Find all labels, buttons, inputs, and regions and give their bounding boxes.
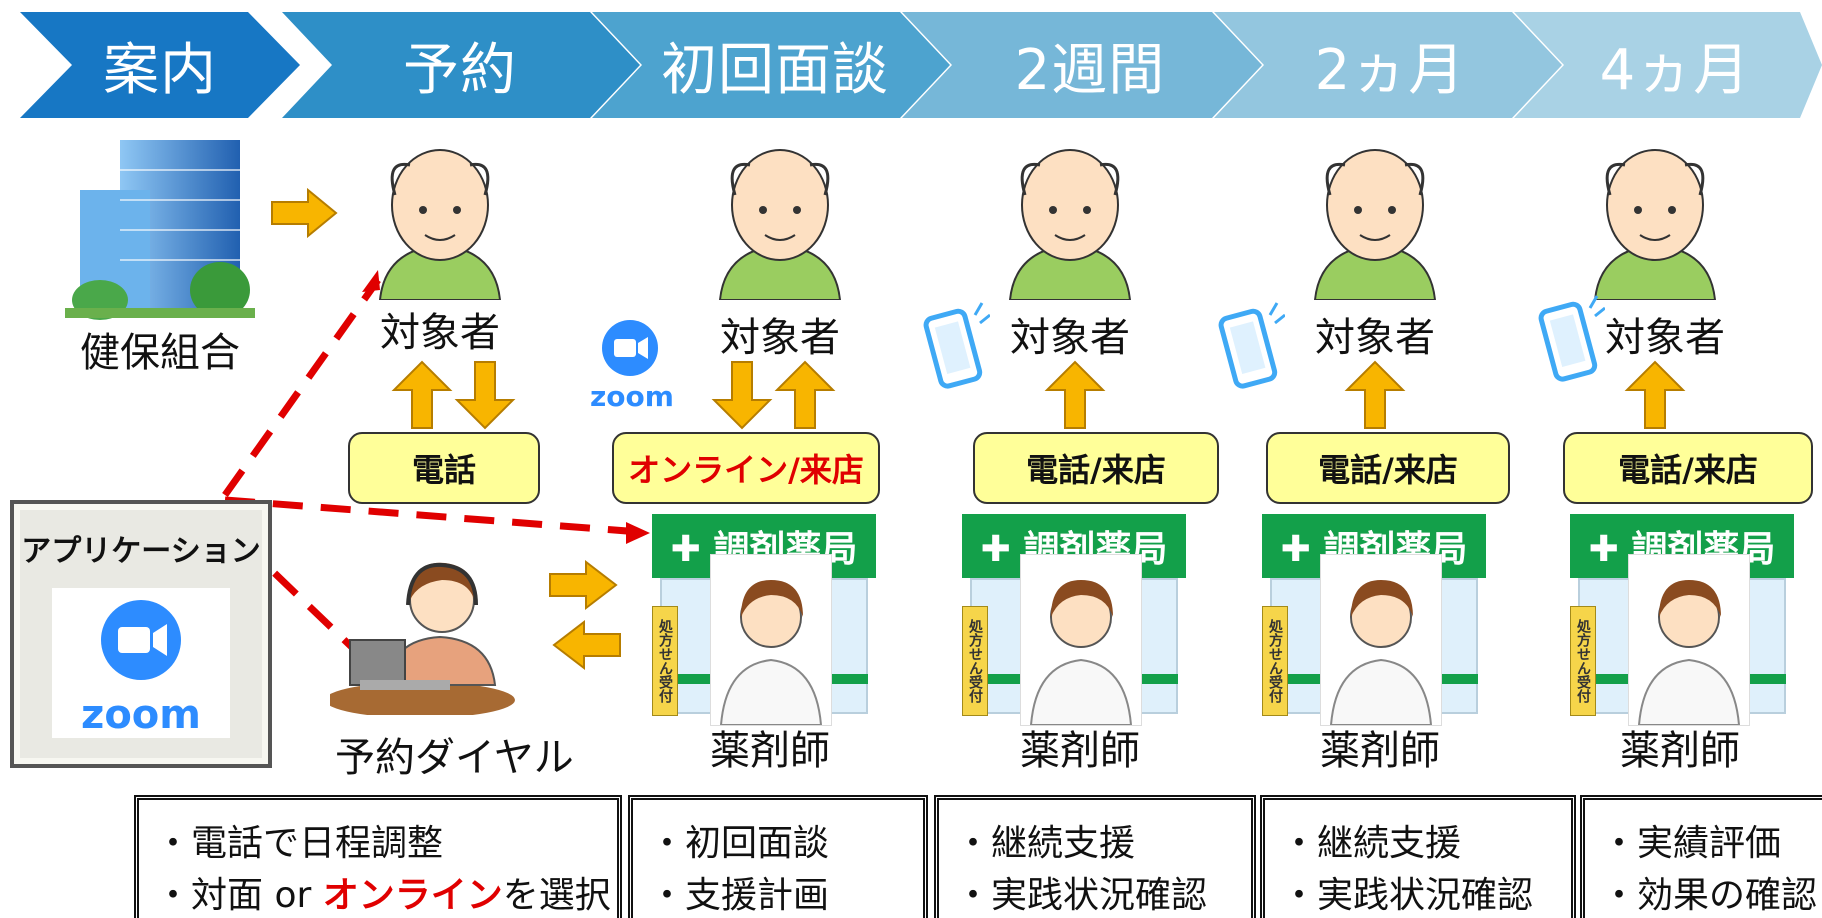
summary-line: ・電話で日程調整 xyxy=(155,823,444,864)
two-way-arrows-icon xyxy=(711,360,836,430)
org-label: 健保組合 xyxy=(80,330,240,376)
pharmacist-label-1: 薬剤師 xyxy=(710,728,830,774)
dashed-line-to-pharmacy xyxy=(224,496,641,536)
elderly-person-icon xyxy=(1008,149,1132,300)
step-label-1: 案内 xyxy=(103,37,217,103)
zoom-logo-text: zoom xyxy=(590,380,674,413)
summary-box-1: ・電話で日程調整 ・対面 or オンラインを選択 xyxy=(134,795,622,918)
pharmacist-label-4: 薬剤師 xyxy=(1620,728,1740,774)
online-highlight: オンライン xyxy=(322,875,503,916)
pharmacy-1: ✚ 調剤薬局 処方せん受付 xyxy=(652,514,876,726)
step-label-4: 2週間 xyxy=(1014,37,1166,103)
callcenter-label: 予約ダイヤル xyxy=(335,735,574,781)
summary-box-4: ・継続支援 ・実践状況確認 xyxy=(1260,795,1576,918)
summary-line: ・効果の確認 xyxy=(1601,875,1818,916)
prescription-sign: 処方せん受付 xyxy=(1570,606,1596,716)
zoom-logo: zoom xyxy=(590,318,674,413)
channel-box-2: オンライン/来店 xyxy=(612,432,880,504)
arrow-right-icon xyxy=(271,188,338,238)
elderly-person-icon xyxy=(718,149,842,300)
chevron-step-4 xyxy=(902,12,1262,118)
elderly-person-icon xyxy=(378,149,502,300)
dashed-line-to-person xyxy=(222,277,381,498)
summary-line: ・実践状況確認 xyxy=(1281,875,1534,916)
chevron-step-1 xyxy=(20,12,300,118)
call-center-operator-icon xyxy=(330,562,515,715)
elderly-person-icon xyxy=(1313,149,1437,300)
pharmacist-icon xyxy=(1020,554,1142,726)
person-label-5: 対象者 xyxy=(1605,315,1725,361)
app-zoom-logo-text: zoom xyxy=(81,692,201,738)
chevron-step-5 xyxy=(1214,12,1562,118)
arrow-up-icon xyxy=(1344,360,1406,429)
channel-box-1: 電話 xyxy=(348,432,540,504)
pharmacy-3: ✚ 調剤薬局 処方せん受付 xyxy=(1262,514,1486,726)
arrow-up-icon xyxy=(1624,360,1686,429)
prescription-sign: 処方せん受付 xyxy=(1262,606,1288,716)
smartphone-icon xyxy=(1218,302,1285,389)
summary-line: ・実践状況確認 xyxy=(955,875,1208,916)
chevron-step-2 xyxy=(282,12,640,118)
channel-box-5: 電話/来店 xyxy=(1563,432,1813,504)
pharmacist-icon xyxy=(710,554,832,726)
summary-line: ・継続支援 xyxy=(1281,823,1462,864)
chevron-step-3 xyxy=(592,12,950,118)
arrow-left-icon xyxy=(552,620,621,671)
step-label-2: 予約 xyxy=(403,37,517,103)
prescription-sign: 処方せん受付 xyxy=(652,606,678,716)
person-label-3: 対象者 xyxy=(1010,315,1130,361)
step-label-6: 4ヵ月 xyxy=(1599,37,1751,103)
summary-box-5: ・実績評価 ・効果の確認 xyxy=(1580,795,1822,918)
pharmacy-sign: ✚ 調剤薬局 xyxy=(1262,514,1486,578)
summary-line: ・継続支援 xyxy=(955,823,1136,864)
pharmacist-icon xyxy=(1628,554,1750,726)
building-icon xyxy=(65,140,255,320)
arrow-right-icon xyxy=(549,560,618,611)
channel-box-3: 電話/来店 xyxy=(973,432,1219,504)
channel-box-4: 電話/来店 xyxy=(1266,432,1510,504)
application-title: アプリケーション xyxy=(21,534,261,569)
summary-line: ・実績評価 xyxy=(1601,823,1782,864)
step-chevrons xyxy=(20,12,1822,118)
summary-line: ・対面 or オンラインを選択 xyxy=(155,875,611,916)
pharmacist-label-2: 薬剤師 xyxy=(1020,728,1140,774)
two-way-arrows-icon xyxy=(391,360,516,430)
pharmacy-4: ✚ 調剤薬局 処方せん受付 xyxy=(1570,514,1794,726)
app-zoom-logo: zoom xyxy=(52,588,230,738)
summary-box-3: ・継続支援 ・実践状況確認 xyxy=(934,795,1256,918)
summary-line: ・支援計画 xyxy=(649,875,830,916)
pharmacy-2: ✚ 調剤薬局 処方せん受付 xyxy=(962,514,1186,726)
elderly-person-icon xyxy=(1593,149,1717,300)
prescription-sign: 処方せん受付 xyxy=(962,606,988,716)
pharmacist-icon xyxy=(1320,554,1442,726)
chevron-step-6 xyxy=(1514,12,1822,118)
step-label-3: 初回面談 xyxy=(661,37,889,103)
person-label-1: 対象者 xyxy=(380,310,500,356)
person-label-4: 対象者 xyxy=(1315,315,1435,361)
smartphone-icon xyxy=(923,302,990,389)
step-label-5: 2ヵ月 xyxy=(1314,37,1466,103)
summary-box-2: ・初回面談 ・支援計画 xyxy=(628,795,928,918)
pharmacist-label-3: 薬剤師 xyxy=(1320,728,1440,774)
smartphone-icon xyxy=(1538,295,1605,382)
arrow-up-icon xyxy=(1044,360,1106,429)
application-box: アプリケーション zoom xyxy=(10,500,272,768)
summary-line: ・初回面談 xyxy=(649,823,830,864)
person-label-2: 対象者 xyxy=(720,315,840,361)
